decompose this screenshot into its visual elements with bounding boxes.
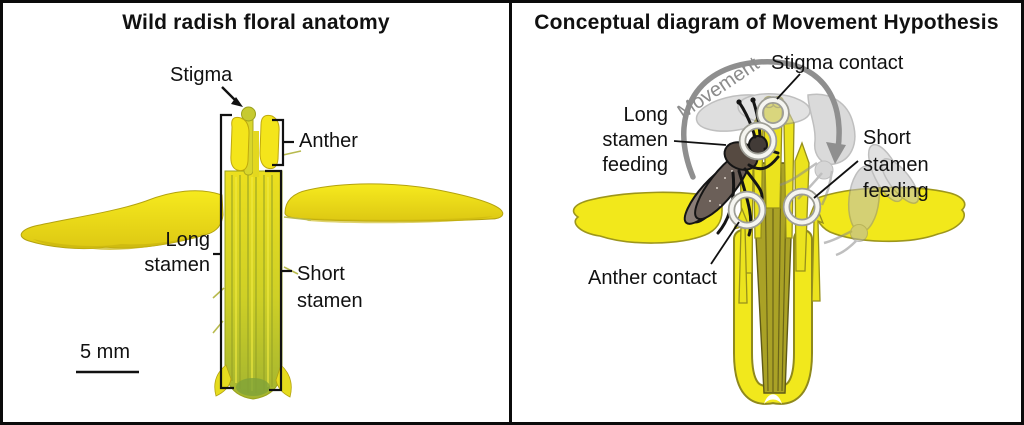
left-sepal-flap (214, 364, 232, 397)
stigma-knob (241, 106, 256, 122)
column-highlights (235, 177, 269, 391)
contact-rings (727, 96, 822, 230)
short-stamen-strand (732, 207, 752, 304)
left-panel: Wild radish floral anatomy Stigma Anther… (3, 3, 509, 422)
right-anther (259, 114, 280, 170)
movement-arrow (681, 59, 846, 180)
anther-contact-label: Anther contact (588, 267, 717, 289)
right-sepal-flap (275, 364, 292, 398)
corolla-tube (733, 229, 813, 405)
ghost-wing (880, 158, 920, 204)
long-stamen-label: Long stamen (144, 229, 210, 276)
ovary-column (214, 170, 292, 400)
short-stamen-bracket (265, 169, 283, 392)
anther-label: Anther (299, 130, 358, 152)
left-panel-title: Wild radish floral anatomy (122, 11, 390, 34)
ghost-legs (779, 161, 834, 206)
scale-bar-label: 5 mm (80, 341, 130, 363)
fly-legs (716, 155, 780, 237)
ovary-base (236, 378, 270, 396)
annotation-brackets (213, 113, 294, 392)
stigma-label: Stigma (170, 64, 233, 86)
ghost-legs (823, 229, 857, 257)
stigma-contact-label: Stigma contact (771, 52, 904, 74)
right-panel-title: Conceptual diagram of Movement Hypothesi… (534, 11, 999, 34)
stigma-arrow (221, 86, 243, 107)
diagram-left-petal (572, 191, 723, 244)
filament (253, 131, 259, 177)
floral-anatomy-illustration (20, 86, 504, 400)
short-stamen-feeding-label: Short stamen feeding (863, 127, 929, 202)
stigma-contact-line (776, 73, 801, 100)
right-petal (284, 183, 504, 224)
right-panel: Conceptual diagram of Movement Hypothesi… (512, 3, 1021, 422)
panel-divider (509, 3, 512, 422)
long-stamen-feeding-label: Long stamen feeding (602, 104, 668, 176)
short-stamen-label: Short stamen (297, 263, 363, 312)
column-ribs (231, 175, 273, 393)
long-stamen-feeding-line (673, 140, 727, 146)
long-stamen-bracket (219, 113, 234, 390)
anther-contact-line (710, 221, 740, 265)
stigma-and-anthers (230, 106, 280, 177)
ghost-head (850, 224, 868, 242)
wing-speckles (709, 170, 733, 206)
left-anther (230, 116, 250, 172)
short-stamen-feeding-line (813, 160, 859, 199)
left-petal (20, 190, 224, 250)
leader-lines (673, 73, 859, 265)
arrowhead (826, 142, 846, 164)
movement-hypothesis-illustration (572, 59, 966, 405)
